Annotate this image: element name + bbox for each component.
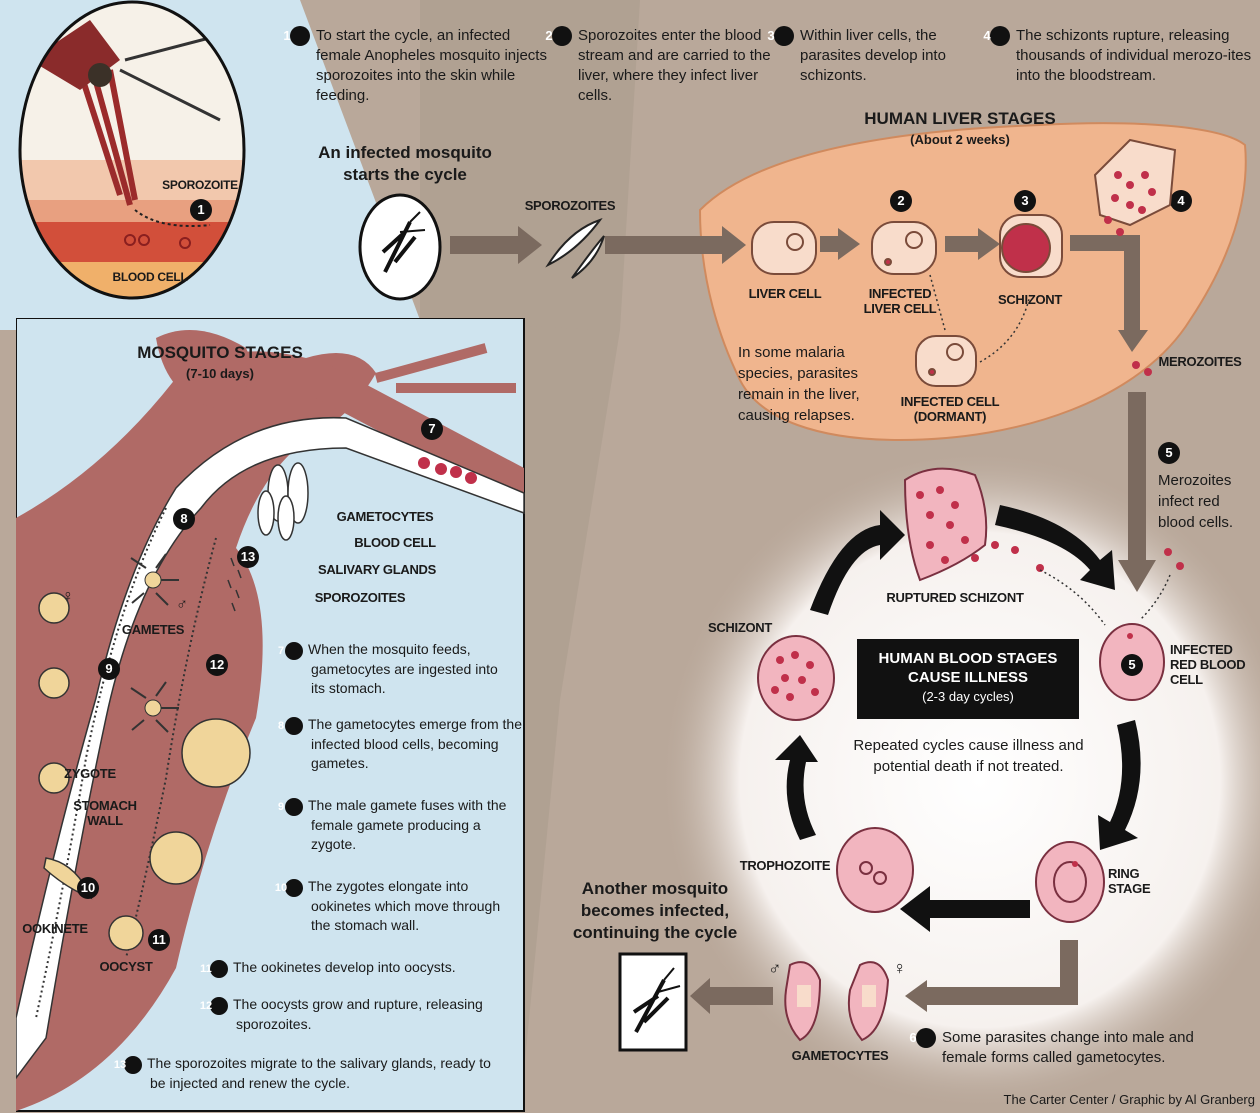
blood-badge-5: 5 (1121, 654, 1143, 676)
mosquito-badge-8: 8 (173, 508, 195, 530)
zygote-label: ZYGOTE (60, 766, 120, 781)
credit-line: The Carter Center / Graphic by Al Granbe… (900, 1092, 1255, 1107)
ring-stage-label: RING STAGE (1108, 866, 1158, 896)
mosquito-badge-7: 7 (421, 418, 443, 440)
mosquito-badge-10: 10 (77, 877, 99, 899)
mosquito-gametocytes-label: GAMETOCYTES (330, 509, 440, 524)
gametes-label: GAMETES (118, 622, 188, 637)
female-symbol-icon: ♀ (893, 958, 907, 979)
ruptured-schizont-label: RUPTURED SCHIZONT (880, 590, 1030, 605)
mosquito-badge-13: 13 (237, 546, 259, 568)
blood-title-box: HUMAN BLOOD STAGES CAUSE ILLNESS (2-3 da… (857, 639, 1079, 719)
blood-note: Repeated cycles cause illness and potent… (846, 735, 1091, 777)
mosquito-male-symbol-icon: ♂ (176, 596, 188, 614)
mosquito-sporozoites-label: SPOROZOITES (310, 590, 410, 605)
blood-schizont-label: SCHIZONT (700, 620, 780, 635)
salivary-glands-label: SALIVARY GLANDS (312, 562, 442, 577)
mosquito-stages-subtitle: (7-10 days) (120, 366, 320, 381)
mosquito-badge-11: 11 (148, 929, 170, 951)
oocyst-label: OOCYST (96, 959, 156, 974)
mosquito-badge-9: 9 (98, 658, 120, 680)
blood-subtitle: (2-3 day cycles) (857, 689, 1079, 704)
mosquito-blood-cell-label: BLOOD CELL (350, 535, 440, 550)
mosquito-female-symbol-icon: ♀ (62, 588, 74, 606)
blood-title: HUMAN BLOOD STAGES CAUSE ILLNESS (857, 639, 1079, 687)
stomach-wall-label: STOMACH WALL (70, 798, 140, 828)
blood-gametocytes-label: GAMETOCYTES (790, 1048, 890, 1063)
another-mosquito-caption: Another mosquito becomes infected, conti… (560, 878, 750, 944)
new-mosquito-icon (618, 952, 688, 1052)
mosquito-badge-12: 12 (206, 654, 228, 676)
male-symbol-icon: ♂ (768, 958, 782, 979)
mosquito-stages-title: MOSQUITO STAGES (120, 342, 320, 364)
trophozoite-label: TROPHOZOITE (735, 858, 835, 873)
ookinete-label: OOKINETE (20, 921, 90, 936)
infected-rbc-label: INFECTED RED BLOOD CELL (1170, 642, 1250, 687)
